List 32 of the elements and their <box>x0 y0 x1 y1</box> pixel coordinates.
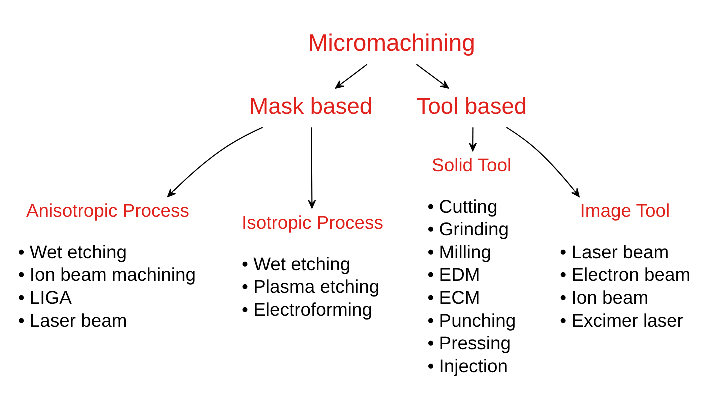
node-label: • ECM <box>428 286 480 308</box>
node-text: Tool based <box>416 93 528 120</box>
node-label: • Plasma etching <box>242 276 380 298</box>
node-label: • Pressing <box>428 332 512 354</box>
node-label: • Cutting <box>428 196 498 217</box>
node-text: Solid Tool <box>432 154 512 176</box>
node-label: • Punching <box>428 310 516 331</box>
node-label: • Ion beam machining <box>18 264 196 286</box>
arrow <box>308 128 316 209</box>
arrow <box>416 64 450 89</box>
arrow <box>469 128 478 152</box>
arrow <box>335 64 368 89</box>
node-label: • Wet etching <box>242 253 351 274</box>
node-text: Anisotropic Process <box>26 200 190 222</box>
node-label: • Excimer laser <box>560 310 684 331</box>
node-label: • LIGA <box>18 286 72 308</box>
node-text: Micromachining <box>308 30 476 57</box>
node-label: • Laser beam <box>560 241 670 262</box>
node-label: • Milling <box>428 241 492 262</box>
node-label: • Wet etching <box>18 241 127 262</box>
node-label: • Electroforming <box>242 298 372 320</box>
node-label: • Laser beam <box>18 310 128 331</box>
node-text: Mask based <box>250 93 373 120</box>
node-label: • Electron beam <box>560 264 691 286</box>
node-label: • EDM <box>428 264 480 286</box>
arrow <box>167 127 264 198</box>
node-label: • Injection <box>428 355 508 376</box>
node-label: • Grinding <box>428 218 509 240</box>
node-label: • Ion beam <box>560 286 649 308</box>
node-text: Isotropic Process <box>242 212 384 234</box>
arrow <box>506 127 580 198</box>
node-text: Image Tool <box>580 200 670 222</box>
